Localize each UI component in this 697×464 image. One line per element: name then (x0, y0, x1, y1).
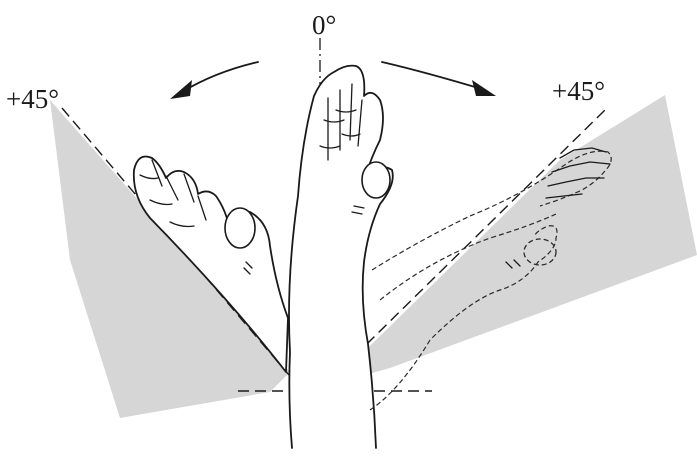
left-rotation-arrow (170, 62, 258, 99)
right-angle-label: +45° (552, 76, 605, 106)
left-thumb-nail (225, 208, 255, 248)
center-angle-label: 0° (312, 10, 336, 40)
neutral-thumb-nail (362, 162, 390, 198)
right-rotation-arrow (382, 62, 496, 96)
right-deviation-plane (330, 95, 697, 385)
left-angle-label: +45° (6, 84, 59, 114)
